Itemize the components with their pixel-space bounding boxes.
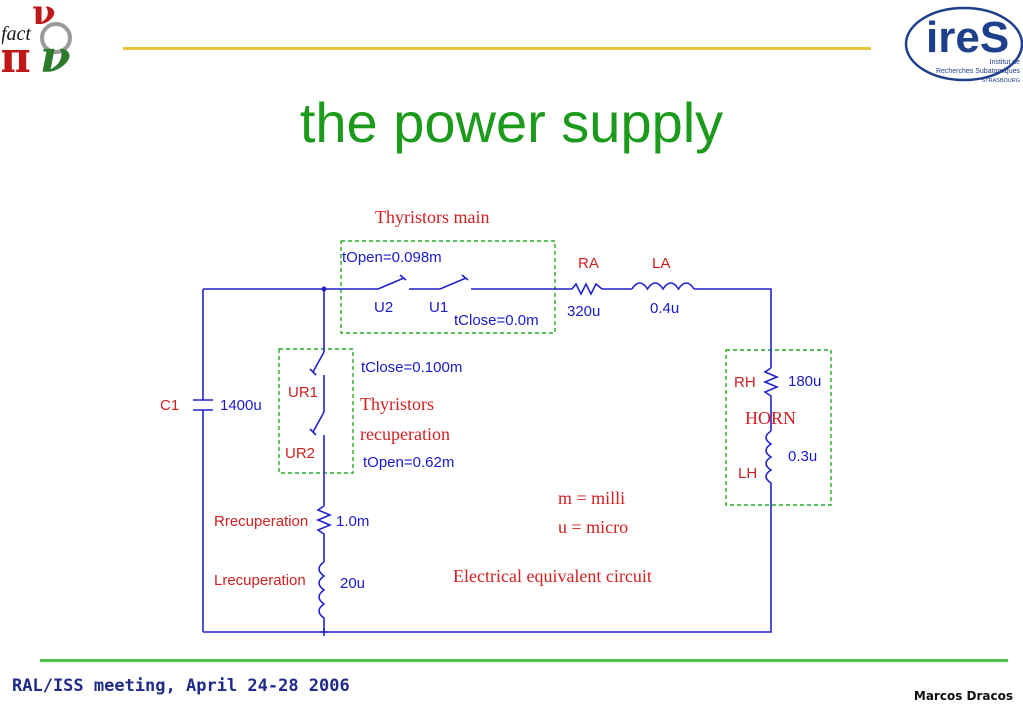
label-rrecuperation-value: 1.0m: [336, 513, 369, 530]
label-thyristors-rec-2: recuperation: [360, 424, 450, 444]
logo-pi-text: π: [2, 33, 31, 80]
diagram-caption: Electrical equivalent circuit: [453, 566, 652, 586]
switch-ur1: [309, 351, 325, 376]
label-tclose-main: tClose=0.0m: [454, 312, 539, 329]
inductor-lrecuperation: [318, 561, 326, 632]
footer-meeting: RAL/ISS meeting, April 24-28 2006: [12, 676, 350, 696]
horn-box: [725, 349, 832, 506]
label-lrecuperation: Lrecuperation: [214, 572, 306, 589]
legend-milli: m = milli: [558, 488, 625, 508]
logo-ring-icon: [40, 22, 72, 54]
capacitor-c1: [193, 399, 213, 411]
logo-nu-red-text: ν: [32, 0, 56, 33]
label-thyristors-main: Thyristors main: [375, 207, 490, 227]
logo-fact-text: fact: [2, 23, 31, 45]
label-u1: U1: [429, 299, 448, 316]
logo-line1: Institut de: [990, 59, 1020, 66]
logo-line3: STRASBOURG: [981, 78, 1020, 84]
label-la-value: 0.4u: [650, 300, 679, 317]
fact-nu-logo: fact π ν ν: [2, 0, 72, 80]
switch-ur2: [309, 411, 325, 436]
ground-mark: [320, 628, 328, 636]
footer-author: Marcos Dracos: [913, 689, 1013, 703]
label-la: LA: [652, 255, 670, 272]
legend-micro: u = micro: [558, 517, 628, 537]
label-ra: RA: [578, 255, 599, 272]
label-lrecuperation-value: 20u: [340, 575, 365, 592]
thyristors-recuperation-box: [278, 348, 354, 474]
label-rh-value: 180u: [788, 373, 821, 390]
label-rh: RH: [734, 374, 756, 391]
logo-nu-green-text: ν: [40, 32, 71, 80]
bottom-divider: [40, 659, 1008, 662]
logo-ires-text: ireS: [926, 13, 1009, 62]
resistor-rh: [762, 367, 780, 431]
label-c1: C1: [160, 397, 179, 414]
inductor-lh: [765, 430, 773, 486]
label-c1-value: 1400u: [220, 397, 262, 414]
label-thyristors-rec-1: Thyristors: [360, 394, 434, 414]
label-u2: U2: [374, 299, 393, 316]
inductor-la: [631, 282, 695, 291]
label-lh: LH: [738, 465, 757, 482]
label-ra-value: 320u: [567, 303, 600, 320]
label-topen-ur: tOpen=0.62m: [363, 454, 454, 471]
slide-title: the power supply: [299, 91, 724, 154]
label-ur2: UR2: [285, 445, 315, 462]
logo-ellipse-icon: [904, 6, 1023, 82]
label-tclose-ur: tClose=0.100m: [361, 359, 462, 376]
top-divider: [123, 47, 871, 50]
label-lh-value: 0.3u: [788, 448, 817, 465]
logo-line2: Recherches Subatomiques: [936, 68, 1021, 75]
label-ur1: UR1: [288, 384, 318, 401]
wire-la-right: [694, 288, 772, 368]
resistor-rrecuperation: [315, 505, 333, 562]
wire-bottom: [203, 486, 772, 633]
thyristors-main-box: [340, 240, 556, 334]
resistor-ra: [571, 282, 603, 296]
label-horn: HORN: [745, 408, 796, 428]
label-topen-main: tOpen=0.098m: [342, 249, 442, 266]
switch-u1: [439, 274, 469, 290]
ires-logo: ireS Institut de Recherches Subatomiques…: [904, 6, 1023, 84]
switch-u2: [377, 274, 407, 290]
label-rrecuperation: Rrecuperation: [214, 513, 308, 530]
